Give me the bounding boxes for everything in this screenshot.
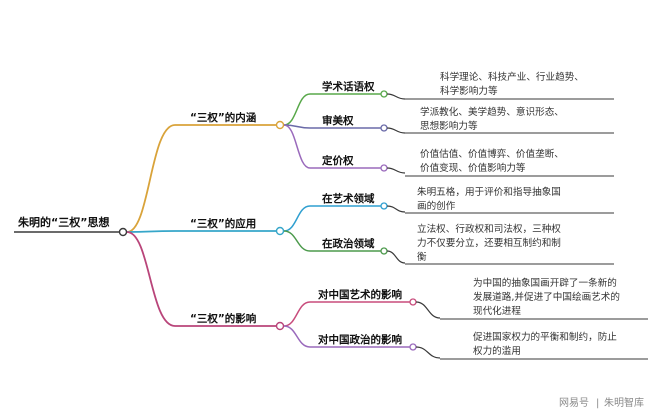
child-label-academic-discourse: 学术话语权: [322, 80, 375, 93]
leaf-line: 权力的滥用: [473, 345, 521, 357]
leaf-line: 科学影响力等: [440, 85, 498, 97]
child-label-politics-impact: 对中国政治的影响: [318, 333, 402, 346]
branch-2-child-2: 在政治领域 立法权、行政权和司法权，三种权 力不仅要分立，还要相互制约和制 衡: [310, 223, 614, 265]
branch-2-child-1: 在艺术领域 朱明五格，用于评价和指导抽象国 画的创作: [310, 186, 614, 214]
child-dot: [380, 247, 388, 255]
branch-2-dot: [275, 226, 285, 236]
watermark-account: 朱明智库: [604, 396, 644, 409]
leaf-connector: [386, 93, 406, 100]
child-label-aesthetic: 审美权: [322, 114, 354, 127]
leaf-connector: [386, 167, 406, 174]
child-dot: [380, 90, 388, 98]
leaf-line: 画的创作: [417, 200, 456, 212]
child-dot: [380, 124, 388, 132]
branch-2-node: “三权”的应用: [175, 217, 285, 236]
branch-3-child-2: 对中国政治的影响 促进国家权力的平衡和制约，防止 权力的滥用: [310, 331, 648, 360]
branch-1-child-1-connector: [283, 93, 311, 126]
leaf-line: 立法权、行政权和司法权，三种权: [417, 223, 561, 235]
branch-1-child-2: 审美权 学派教化、美学趋势、意识形态、 思想影响力等: [310, 106, 614, 134]
child-dot: [380, 202, 388, 210]
leaf-line: 促进国家权力的平衡和制约，防止: [473, 331, 617, 343]
leaf-line: 为中国的抽象国画开辟了一条新的: [473, 277, 617, 289]
child-label-politics-field: 在政治领域: [322, 237, 375, 250]
leaf-line: 学派教化、美学趋势、意识形态、: [420, 106, 564, 118]
leaf-connector: [386, 250, 406, 264]
child-label-art-field: 在艺术领域: [322, 192, 375, 205]
leaf-connector: [386, 127, 406, 134]
leaf-connector: [415, 301, 441, 319]
leaf-connector: [415, 346, 441, 359]
leaf-line: 思想影响力等: [420, 120, 478, 132]
leaf-connector: [386, 205, 406, 213]
leaf-line: 发展道路,并促进了中国绘画艺术的: [473, 291, 620, 303]
watermark: 网易号 | 朱明智库: [559, 396, 644, 409]
root-node: 朱明的“三权”思想: [14, 215, 128, 237]
branch-3-label: “三权”的影响: [190, 312, 257, 325]
root-connector-dot: [118, 227, 128, 237]
leaf-line: 价值估值、价值博弈、价值垄断、: [420, 148, 564, 160]
branch-1-dot: [275, 120, 285, 130]
child-dot: [409, 298, 417, 306]
branch-3-child-1: 对中国艺术的影响 为中国的抽象国画开辟了一条新的 发展道路,并促进了中国绘画艺术…: [310, 277, 648, 320]
branch-2-label: “三权”的应用: [190, 217, 256, 230]
leaf-line: 力不仅要分立，还要相互制约和制: [417, 237, 561, 249]
watermark-separator: |: [596, 398, 599, 409]
child-dot: [380, 164, 388, 172]
branch-1-node: “三权”的内涵: [175, 111, 285, 130]
branch-2-connector: [126, 230, 176, 233]
leaf-line: 朱明五格，用于评价和指导抽象国: [417, 186, 561, 198]
child-label-art-impact: 对中国艺术的影响: [318, 288, 402, 301]
leaf-line: 价值变现、价值影响力等: [420, 162, 526, 174]
branch-3-node: “三权”的影响: [175, 312, 285, 331]
child-dot: [409, 343, 417, 351]
root-label: 朱明的“三权”思想: [17, 215, 109, 229]
branch-3-child-2-connector: [283, 325, 311, 348]
branch-1-child-1: 学术话语权 科学理论、科技产业、行业趋势、 科学影响力等: [310, 71, 614, 100]
branch-3-child-1-connector: [283, 301, 311, 327]
leaf-line: 科学理论、科技产业、行业趋势、: [440, 71, 584, 83]
branch-1-child-3: 定价权 价值估值、价值博弈、价值垄断、 价值变现、价值影响力等: [310, 148, 614, 177]
branch-3-dot: [275, 321, 285, 331]
branch-2-child-1-connector: [283, 205, 311, 232]
child-label-pricing: 定价权: [321, 154, 354, 167]
branch-2-child-2-connector: [283, 230, 311, 252]
leaf-line: 衡: [417, 251, 427, 263]
branch-1-child-3-connector: [283, 124, 311, 169]
branch-1-label: “三权”的内涵: [190, 111, 256, 124]
watermark-logo: 网易号: [559, 397, 589, 409]
branch-3-connector: [126, 231, 176, 327]
leaf-line: 现代化进程: [473, 305, 521, 317]
branch-1-connector: [126, 124, 176, 233]
